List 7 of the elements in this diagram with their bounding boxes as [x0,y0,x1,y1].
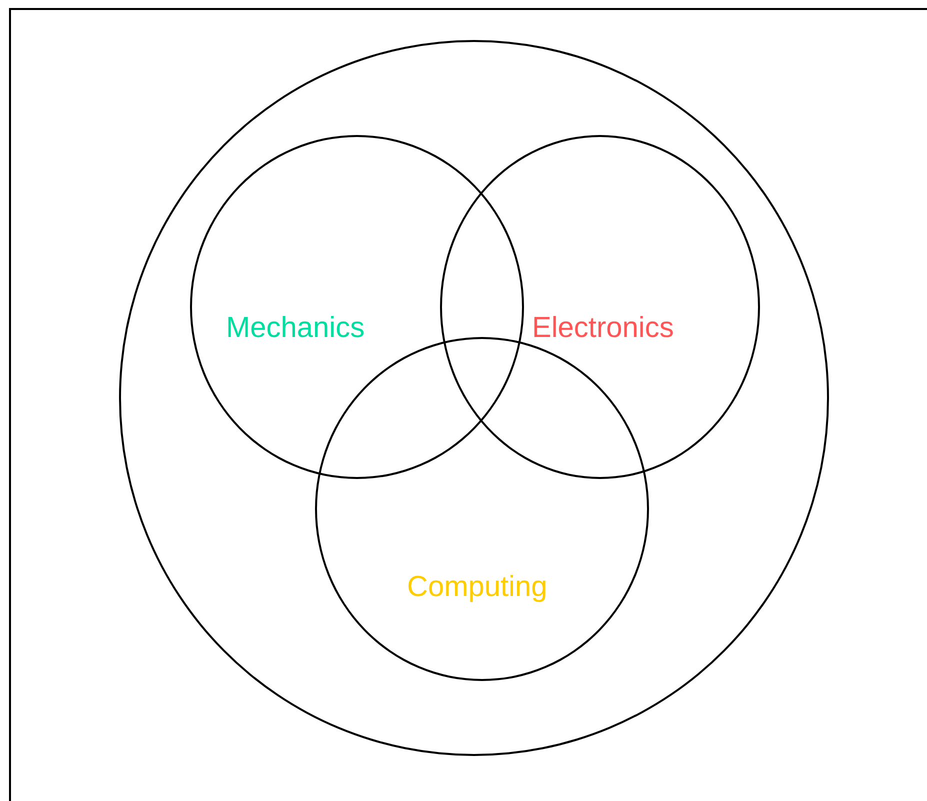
circle-label: Computing [407,571,548,604]
circle-label: Mechanics [226,312,365,345]
venn-circle [315,337,649,681]
venn-circle [190,135,524,479]
venn-circle [440,135,760,479]
outer-circle [119,40,829,756]
circle-label: Electronics [532,312,674,345]
